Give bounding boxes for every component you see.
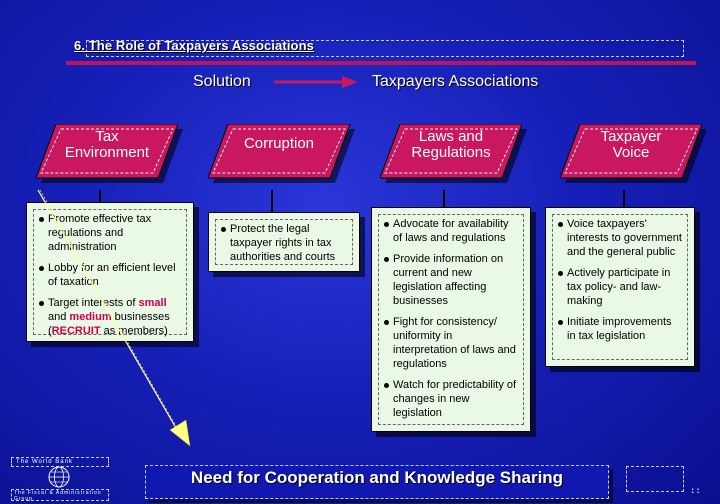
bullet-item: Advocate for availability of laws and re…	[383, 217, 519, 245]
bullet-list: Voice taxpayers' interests to government…	[557, 217, 683, 343]
bullet-item: Target interests of small and medium bus…	[38, 296, 182, 338]
column-card-2: Protect the legal taxpayer rights in tax…	[208, 212, 360, 272]
column-header-shape-3	[380, 124, 527, 183]
bullet-text: as members)	[100, 325, 168, 337]
solution-label: Solution	[193, 73, 251, 90]
bullet-text: Provide information on current and new l…	[393, 253, 504, 307]
bullet-text: Initiate improvements in tax legislation	[567, 316, 672, 342]
column-header-shape-1	[36, 124, 183, 183]
column-heading-1: Tax Environment	[64, 128, 150, 161]
footer-banner	[145, 465, 609, 499]
card-frame: Advocate for availability of laws and re…	[378, 214, 524, 425]
column-header-shape-4	[560, 124, 707, 183]
highlight-text: medium	[69, 311, 112, 323]
column-connector-3	[443, 190, 445, 207]
globe-icon	[48, 466, 70, 488]
column-card-4: Voice taxpayers' interests to government…	[545, 207, 695, 367]
highlight-text: RECRUIT	[51, 325, 101, 337]
corner-dots: ::	[690, 486, 701, 496]
bullet-text: Advocate for availability of laws and re…	[393, 218, 509, 244]
bullet-text: Watch for predictability of changes in n…	[393, 379, 517, 419]
bullet-item: Provide information on current and new l…	[383, 252, 519, 308]
bullet-text: businesses (	[48, 311, 170, 337]
bullet-text: Target interests of	[48, 297, 139, 309]
world-bank-label: The World Bank	[16, 459, 73, 465]
column-heading-3: Laws and Regulations	[411, 128, 491, 161]
footer-text: Need for Cooperation and Knowledge Shari…	[190, 468, 564, 487]
bullet-item: Watch for predictability of changes in n…	[383, 378, 519, 420]
column-connector-4	[623, 190, 625, 207]
bullet-item: Actively participate in tax policy- and …	[557, 266, 683, 308]
bullet-item: Fight for consistency/ uniformity in int…	[383, 315, 519, 371]
bullet-text: and	[48, 311, 70, 323]
bullet-item: Promote effective tax regulations and ad…	[38, 212, 182, 254]
bullet-text: Protect the legal taxpayer rights in tax…	[230, 223, 336, 263]
logo-top-frame: The World Bank	[11, 457, 109, 467]
bullet-item: Initiate improvements in tax legislation	[557, 315, 683, 343]
bullet-item: Voice taxpayers' interests to government…	[557, 217, 683, 259]
column-connector-1	[99, 190, 101, 202]
column-connector-2	[271, 190, 273, 212]
column-heading-2: Corruption	[243, 135, 315, 152]
bullet-list: Promote effective tax regulations and ad…	[38, 212, 182, 338]
card-frame: Voice taxpayers' interests to government…	[552, 214, 688, 360]
fiscal-group-label: The Fiscal & Administration Group	[14, 490, 102, 502]
column-heading-4: Taxpayer Voice	[600, 128, 662, 161]
right-arrow-icon	[274, 76, 358, 88]
corner-mark-frame	[626, 466, 684, 492]
card-frame: Promote effective tax regulations and ad…	[33, 209, 187, 338]
bullet-list: Protect the legal taxpayer rights in tax…	[220, 222, 348, 264]
logo-bottom-frame: The Fiscal & Administration Group	[11, 489, 109, 502]
title-frame	[86, 40, 684, 57]
bullet-text: Fight for consistency/ uniformity in int…	[393, 316, 516, 370]
bullet-text: Actively participate in tax policy- and …	[567, 267, 671, 307]
title-rule	[66, 61, 696, 65]
column-card-1: Promote effective tax regulations and ad…	[26, 202, 194, 342]
bullet-item: Protect the legal taxpayer rights in tax…	[220, 222, 348, 264]
slide-title: 6. The Role of Taxpayers Associations	[74, 38, 314, 53]
bullet-item: Lobby for an efficient level of taxation	[38, 261, 182, 289]
associations-label: Taxpayers Associations	[372, 73, 539, 90]
bullet-text: Lobby for an efficient level of taxation	[48, 262, 176, 288]
column-card-3: Advocate for availability of laws and re…	[371, 207, 531, 432]
bullet-list: Advocate for availability of laws and re…	[383, 217, 519, 420]
bullet-text: Voice taxpayers' interests to government…	[567, 218, 682, 258]
card-frame: Protect the legal taxpayer rights in tax…	[215, 219, 353, 265]
column-header-shape-2	[208, 124, 355, 183]
highlight-text: small	[138, 297, 167, 309]
bullet-text: Promote effective tax regulations and ad…	[48, 213, 152, 253]
